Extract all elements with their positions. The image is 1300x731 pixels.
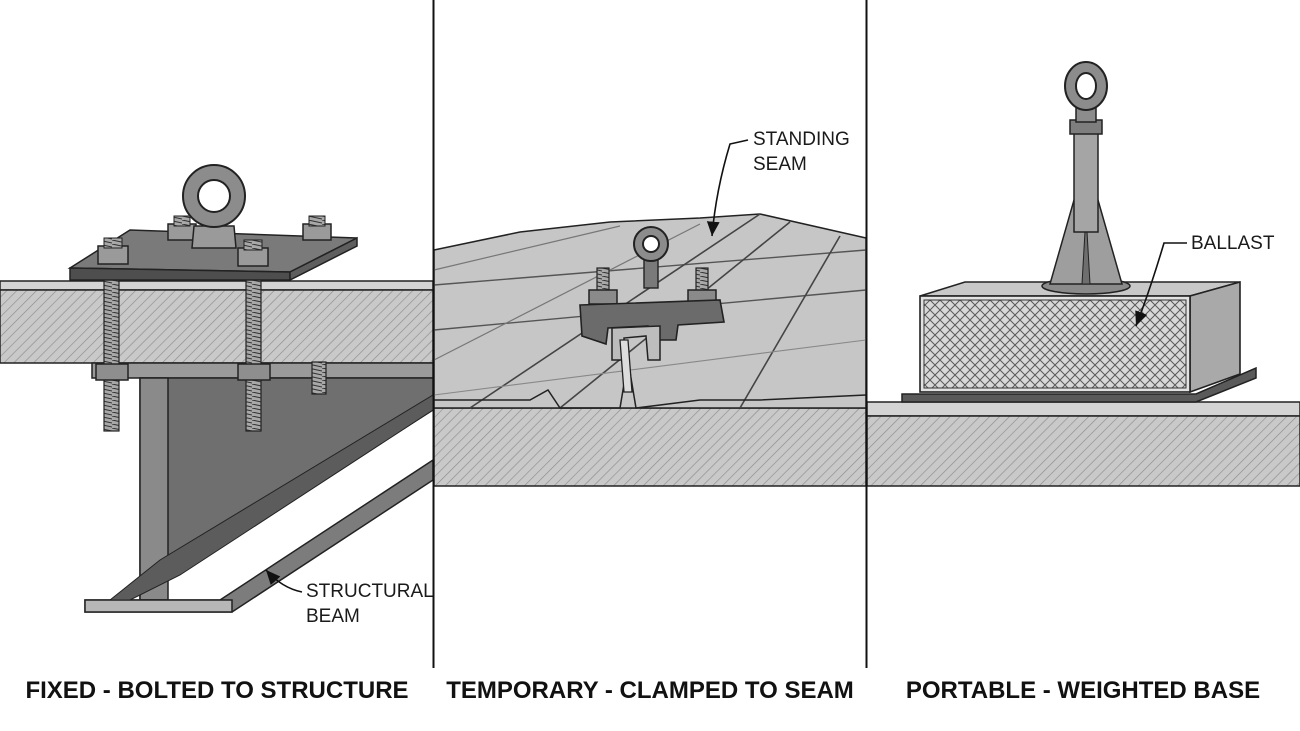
callout-structural-beam: STRUCTURAL BEAM	[265, 569, 434, 627]
roof-substrate	[433, 407, 867, 487]
panel-caption: PORTABLE - WEIGHTED BASE	[906, 677, 1260, 704]
callout-line: STANDING	[753, 129, 850, 150]
eye-ring	[1064, 61, 1108, 111]
panel-portable: BALLAST PORTABLE - WEIGHTED BASE	[866, 61, 1300, 704]
callout-line: BEAM	[306, 606, 360, 627]
roof-slab	[0, 289, 434, 364]
callout-standing-seam: STANDING SEAM	[706, 129, 850, 237]
roof-membrane	[0, 280, 434, 291]
structural-beam	[84, 362, 434, 613]
roof-membrane	[866, 401, 1300, 417]
eye-ring	[182, 164, 246, 249]
ballast-block	[919, 280, 1241, 394]
seam-clamp	[579, 257, 725, 393]
callout-line: STRUCTURAL	[306, 581, 434, 602]
callout-line: BALLAST	[1191, 233, 1275, 254]
panel-caption: TEMPORARY - CLAMPED TO SEAM	[446, 677, 854, 704]
anchor-mast	[1041, 103, 1131, 295]
roof-slab	[866, 415, 1300, 487]
anchor-bolts	[95, 267, 327, 432]
callout-ballast: BALLAST	[1135, 233, 1275, 327]
panel-caption: FIXED - BOLTED TO STRUCTURE	[25, 677, 408, 704]
callout-line: SEAM	[753, 154, 807, 175]
bolt-nuts	[97, 215, 332, 267]
eye-ring	[633, 226, 669, 262]
base-tray	[901, 366, 1257, 403]
panel-fixed: STRUCTURAL BEAM FIXED - BOLTED TO STRUCT…	[0, 164, 434, 704]
panel-temporary: STANDING SEAM TEMPORARY - CLAMPED TO SEA…	[433, 129, 867, 704]
